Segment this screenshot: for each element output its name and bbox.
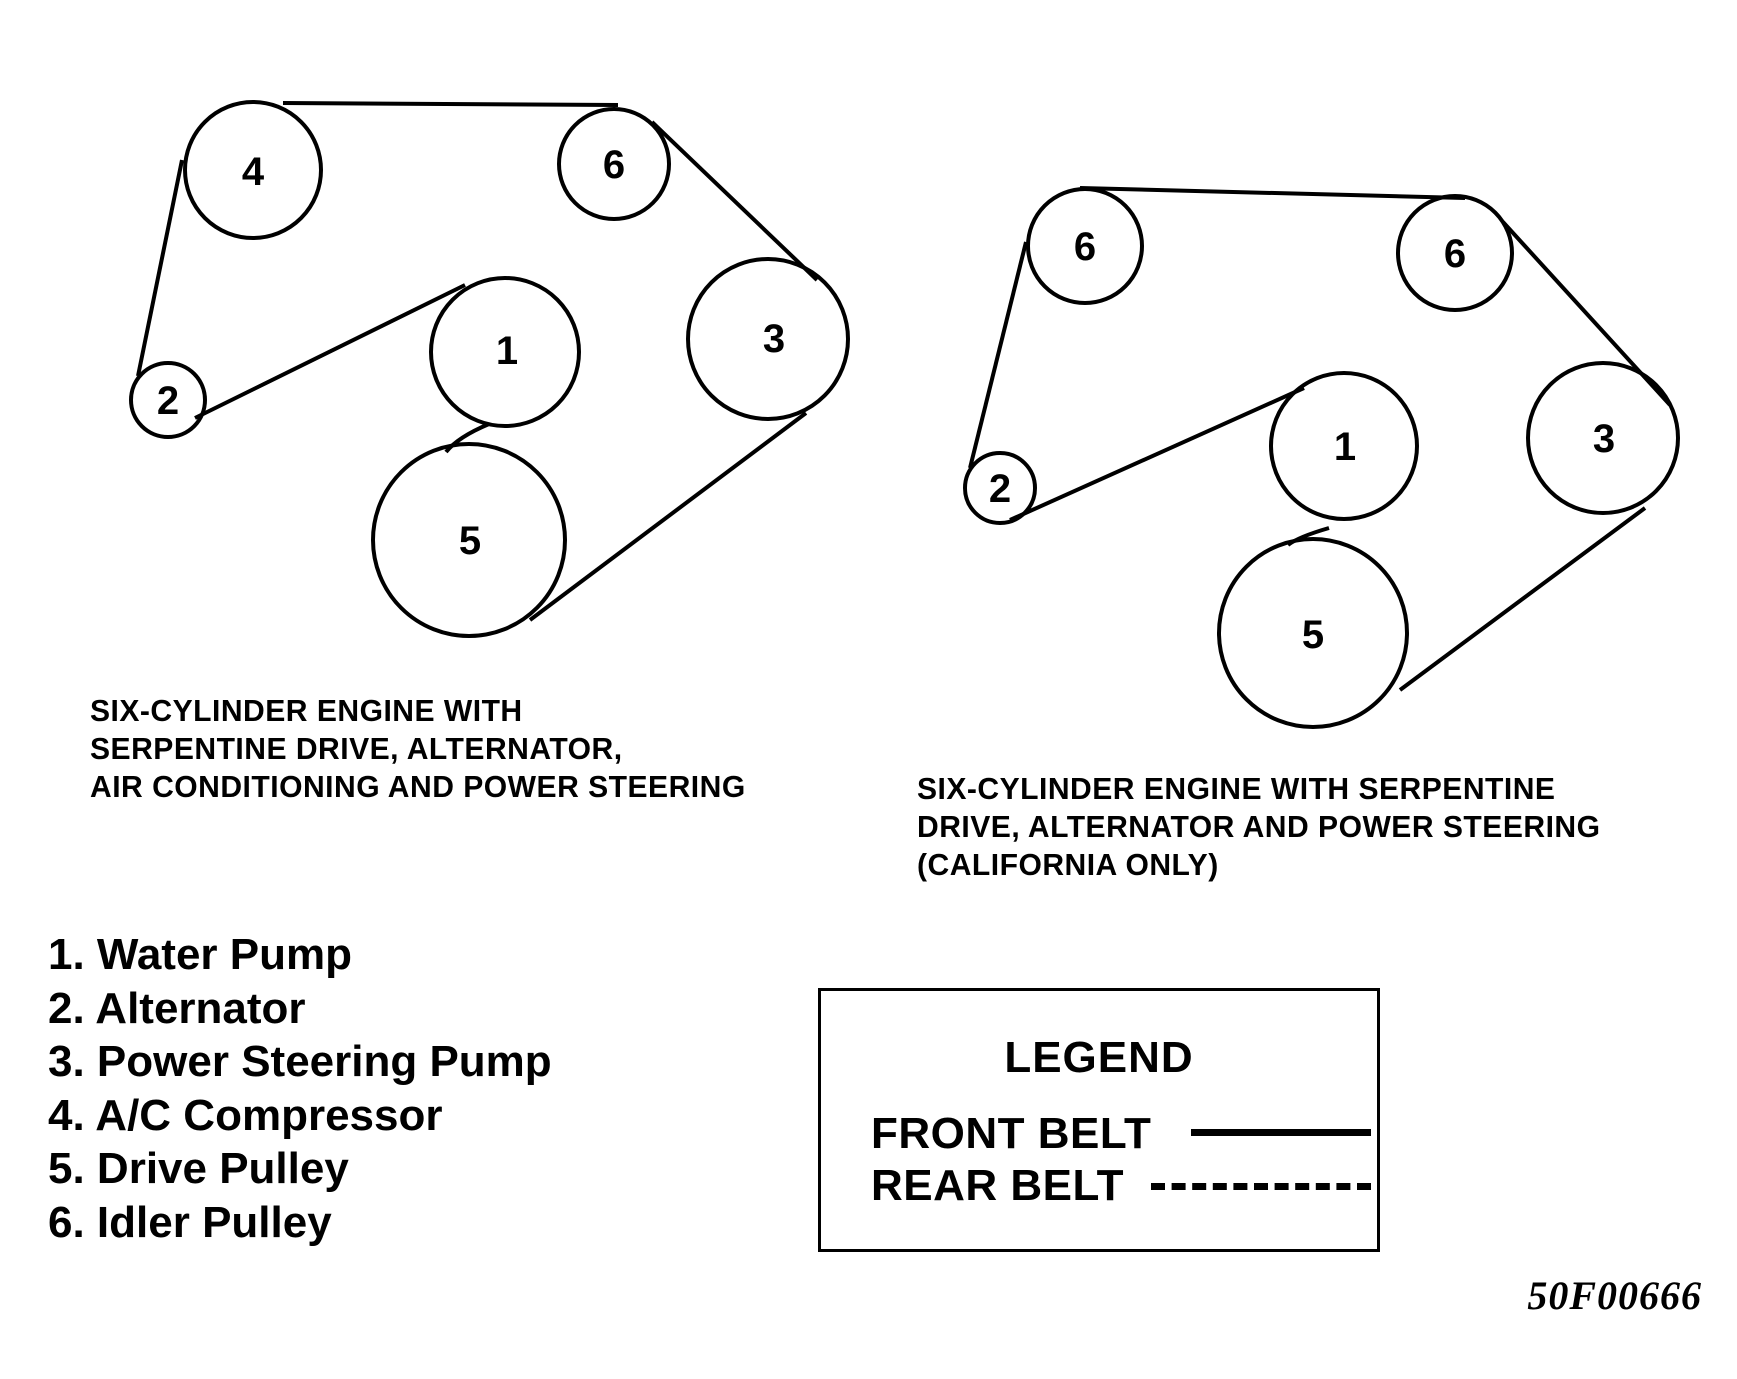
belt-segment — [1079, 186, 1466, 200]
key-item: 4. A/C Compressor — [48, 1090, 443, 1140]
pulley-circle — [129, 361, 207, 439]
belt-segment — [968, 241, 1028, 469]
legend-front-belt-label: FRONT BELT — [871, 1109, 1152, 1158]
key-item: 6. Idler Pulley — [48, 1197, 332, 1247]
pulley-circle — [1526, 361, 1680, 515]
left-diagram-caption: SIX-CYLINDER ENGINE WITH SERPENTINE DRIV… — [90, 692, 746, 806]
right-belt-diagram — [963, 186, 1680, 729]
caption-line: DRIVE, ALTERNATOR AND POWER STEERING — [917, 809, 1601, 844]
pulley-circle — [557, 107, 671, 221]
belt-segment — [136, 159, 184, 377]
belt-segment — [650, 120, 819, 282]
pulley-label: 5 — [459, 519, 481, 563]
pulley-label: 6 — [1444, 232, 1466, 276]
pulley-label: 6 — [1074, 225, 1096, 269]
caption-line: SIX-CYLINDER ENGINE WITH SERPENTINE — [917, 771, 1556, 806]
legend-rear-belt-label: REAR BELT — [871, 1161, 1125, 1210]
pulley-circle — [429, 276, 581, 428]
pulley-label: 3 — [763, 317, 785, 361]
right-pulley-labels: 6 6 3 1 2 5 — [989, 225, 1615, 657]
pulley-circle — [1269, 371, 1419, 521]
key-item: 5. Drive Pulley — [48, 1144, 349, 1193]
pulley-label: 1 — [496, 329, 518, 373]
pulley-circle — [371, 442, 567, 638]
pulley-circle — [183, 100, 323, 240]
caption-line: AIR CONDITIONING AND POWER STEERING — [90, 769, 746, 804]
pulley-label: 4 — [242, 150, 265, 194]
legend-title: LEGEND — [1004, 1033, 1194, 1082]
figure-code: 50F00666 — [1527, 1273, 1702, 1318]
left-pulley-labels: 4 6 3 1 2 5 — [157, 143, 785, 563]
pulley-circle — [1396, 194, 1514, 312]
pulley-circle — [686, 257, 850, 421]
belt-segment — [282, 101, 619, 107]
pulley-label: 1 — [1334, 425, 1356, 469]
left-belt-diagram — [129, 100, 850, 638]
component-key-list: 1. Water Pump 2. Alternator 3. Power Ste… — [48, 928, 552, 1249]
belt-segment — [528, 411, 808, 622]
pulley-label: 3 — [1593, 417, 1615, 461]
pulley-circle — [1026, 187, 1144, 305]
caption-line: SIX-CYLINDER ENGINE WITH — [90, 693, 523, 728]
pulley-label: 6 — [603, 143, 625, 187]
pulley-label: 2 — [989, 467, 1011, 511]
caption-line: (CALIFORNIA ONLY) — [917, 847, 1219, 882]
key-item: 1. Water Pump — [48, 930, 352, 979]
pulley-circle — [1217, 537, 1409, 729]
caption-line: SERPENTINE DRIVE, ALTERNATOR, — [90, 731, 623, 766]
key-item: 3. Power Steering Pump — [48, 1037, 552, 1086]
pulley-circle — [963, 451, 1037, 525]
pulley-label: 5 — [1302, 613, 1324, 657]
pulley-label: 2 — [157, 379, 179, 423]
rear-belt-dashed-line — [1151, 1183, 1371, 1190]
key-item: 2. Alternator — [48, 983, 306, 1033]
belt-segment — [194, 283, 466, 420]
front-belt-solid-line — [1191, 1129, 1371, 1136]
belt-segment — [444, 422, 490, 454]
legend-box: LEGEND FRONT BELT REAR BELT — [818, 988, 1380, 1252]
belt-segment — [1009, 386, 1305, 522]
belt-segment — [1398, 506, 1647, 692]
right-diagram-caption: SIX-CYLINDER ENGINE WITH SERPENTINE DRIV… — [917, 770, 1600, 884]
